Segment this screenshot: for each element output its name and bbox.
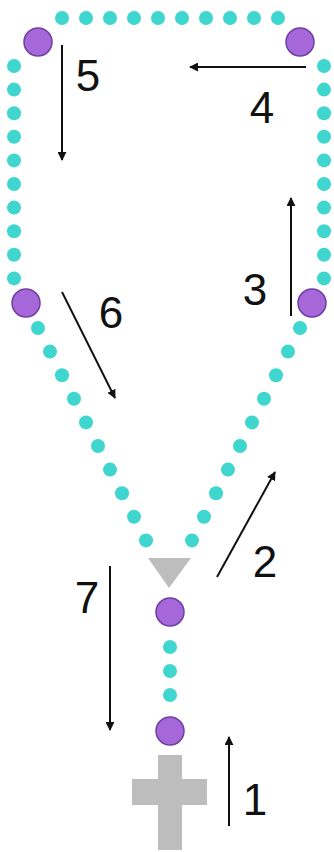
bead — [7, 106, 21, 120]
bead — [317, 153, 331, 167]
bead — [317, 83, 331, 97]
callout-number: 3 — [243, 268, 267, 312]
bead — [7, 153, 21, 167]
bead — [317, 201, 331, 215]
bead — [127, 510, 141, 524]
bead — [175, 11, 189, 25]
bead — [7, 271, 21, 285]
bead — [281, 345, 295, 359]
bead — [317, 106, 331, 120]
bead — [247, 11, 261, 25]
bead — [55, 368, 69, 382]
bead — [257, 392, 271, 406]
bead — [317, 130, 331, 144]
bead — [199, 11, 213, 25]
bead — [233, 439, 247, 453]
callout-number: 6 — [99, 291, 123, 335]
bead — [7, 224, 21, 238]
direction-arrows — [62, 45, 306, 826]
bead — [79, 11, 93, 25]
bead — [293, 321, 307, 335]
callout-number: 2 — [253, 540, 277, 584]
bead — [7, 248, 21, 262]
callout-number: 5 — [76, 54, 100, 98]
bead — [151, 11, 165, 25]
callout-number: 4 — [250, 86, 274, 130]
bead — [55, 11, 69, 25]
small-beads — [7, 11, 331, 702]
bead — [115, 486, 129, 500]
bead — [163, 688, 177, 702]
bead — [245, 415, 259, 429]
bead — [91, 439, 105, 453]
bead — [271, 11, 285, 25]
bead — [31, 321, 45, 335]
bead — [139, 533, 153, 547]
large-beads — [12, 28, 326, 745]
bead — [223, 11, 237, 25]
bead — [79, 415, 93, 429]
bead — [317, 177, 331, 191]
bead — [221, 463, 235, 477]
bead — [163, 640, 177, 654]
bead — [7, 83, 21, 97]
bead — [317, 271, 331, 285]
bead — [127, 11, 141, 25]
bead — [7, 59, 21, 73]
bead — [7, 177, 21, 191]
bead — [317, 59, 331, 73]
bead — [317, 224, 331, 238]
bead — [185, 533, 199, 547]
bead — [197, 510, 211, 524]
bead — [163, 664, 177, 678]
centerpiece — [148, 558, 191, 588]
bead — [209, 486, 223, 500]
bead — [7, 130, 21, 144]
cross — [132, 755, 207, 850]
bead — [43, 345, 57, 359]
bead — [7, 201, 21, 215]
bead — [67, 392, 81, 406]
bead — [317, 248, 331, 262]
callout-number: 7 — [75, 576, 99, 620]
bead — [103, 11, 117, 25]
bead — [103, 463, 117, 477]
bead — [269, 368, 283, 382]
callout-number: 1 — [243, 778, 267, 822]
